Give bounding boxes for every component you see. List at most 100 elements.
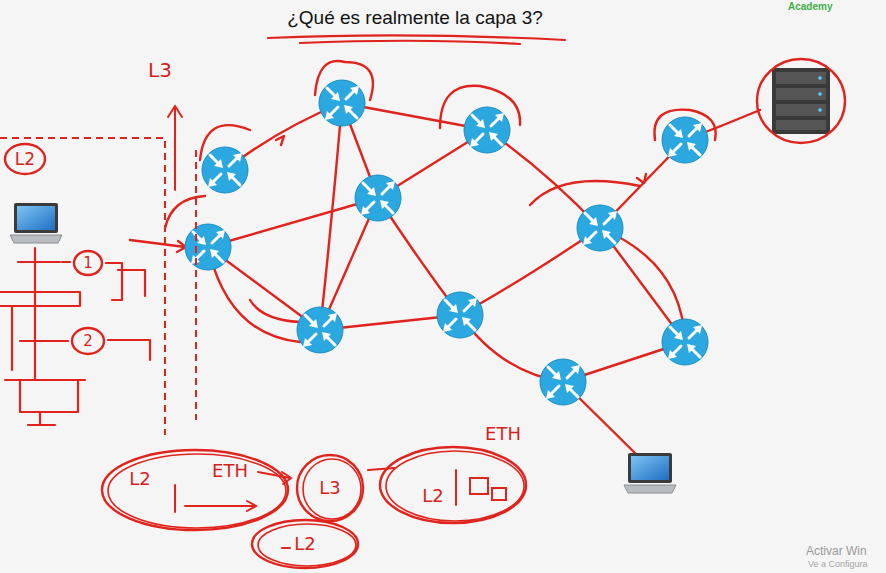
- handwritten-label: L2: [15, 149, 35, 169]
- routers: [185, 224, 231, 270]
- server-icon: [772, 68, 830, 134]
- routers: [662, 319, 708, 365]
- red-network-lines: [250, 300, 300, 322]
- server-icon: [757, 59, 845, 143]
- server-icon: [776, 104, 826, 116]
- red-network-lines: [530, 181, 640, 205]
- handwritten-label: ETH: [485, 423, 521, 445]
- red-network-lines: [165, 196, 205, 228]
- label-holder: Ve a Configura: [808, 559, 868, 570]
- handwritten-label: ETH: [212, 460, 248, 482]
- server-icon: [818, 76, 822, 80]
- dashed-boundary: [195, 150, 197, 420]
- annotation-ellipse: L2 ETH: [100, 448, 290, 532]
- handwritten-label: L2: [129, 468, 150, 490]
- title-underline: [268, 35, 565, 40]
- os-watermark: Activar Win: [806, 544, 867, 558]
- left-wiring: [106, 263, 122, 300]
- bottom-scribbles: [492, 488, 506, 500]
- red-network-lines: [320, 103, 342, 330]
- bottom-scribbles: [455, 470, 457, 505]
- dashed-boundary: [0, 138, 165, 435]
- server-icon: [757, 59, 845, 143]
- handwritten-label: L2: [294, 533, 315, 555]
- laptops: [624, 453, 676, 493]
- bottom-scribbles: [185, 505, 255, 507]
- left-wiring: [5, 379, 85, 381]
- routers: [577, 205, 623, 251]
- routers: [202, 147, 248, 193]
- layer-label: L3: [148, 58, 172, 82]
- left-wiring: [18, 261, 60, 263]
- left-wiring: [108, 340, 150, 360]
- routers: [464, 107, 510, 153]
- left-wiring: [11, 306, 13, 370]
- server-icon: [776, 88, 826, 100]
- routers: [437, 292, 483, 338]
- ellipse-stroke: [258, 524, 356, 566]
- annotation-ellipse: L2: [3, 142, 47, 176]
- red-network-lines: [130, 240, 185, 247]
- red-network-lines: [637, 174, 646, 183]
- red-network-lines: [276, 136, 284, 145]
- laptops: [10, 203, 676, 493]
- title-underline: [300, 41, 520, 44]
- routers: [319, 80, 365, 126]
- routers: [185, 80, 708, 405]
- title-holder: ¿Qué es realmente la capa 3?: [240, 7, 590, 29]
- left-wiring: [34, 248, 36, 380]
- left-wiring: [62, 261, 70, 263]
- left-wiring: [0, 248, 150, 425]
- left-wiring: [28, 412, 55, 425]
- ellipse-stroke: [108, 454, 286, 528]
- annotation-ellipse: 2: [70, 326, 106, 356]
- annotation-ellipse: 1: [72, 249, 104, 277]
- bottom-scribbles: [282, 547, 290, 549]
- routers: [662, 117, 708, 163]
- ellipse-stroke: [252, 520, 358, 568]
- handwritten-label: L2: [422, 485, 443, 507]
- red-network-lines: [208, 198, 378, 247]
- os-watermark: Ve a Configura: [808, 559, 868, 570]
- laptops: [10, 203, 62, 243]
- routers: [297, 307, 343, 353]
- routers: [540, 359, 586, 405]
- brand-watermark: Academy: [788, 1, 832, 13]
- ellipse-stroke: [74, 251, 102, 275]
- annotation-ellipse: L2: [250, 518, 360, 570]
- page-title: ¿Qué es realmente la capa 3?: [240, 7, 590, 29]
- bottom-scribbles: [470, 478, 488, 494]
- left-wiring: [20, 380, 78, 412]
- annotation-ellipse: ETHL2: [378, 445, 528, 525]
- ellipse-stroke: [303, 459, 361, 519]
- title-underline: [268, 35, 565, 44]
- l3-pointer: [174, 108, 176, 190]
- ellipse-stroke: [5, 144, 45, 174]
- ellipse-outline: [378, 445, 528, 525]
- bottom-scribbles: [368, 468, 395, 470]
- ellipse-stroke: [297, 455, 363, 521]
- red-network-lines: [460, 228, 600, 315]
- label-holder: Activar Win: [806, 544, 867, 558]
- server-icon: [818, 92, 822, 96]
- left-wiring: [118, 270, 145, 296]
- handwritten-label: 1: [83, 254, 93, 272]
- server-icon: [776, 120, 826, 130]
- label-holder: Academy: [788, 1, 832, 13]
- ellipse-stroke: [386, 451, 524, 521]
- left-wiring: [0, 292, 80, 306]
- dashed-boundary: [0, 138, 196, 435]
- routers: [355, 175, 401, 221]
- handwritten-label: L3: [319, 477, 340, 499]
- ellipse-outline: [100, 448, 290, 532]
- annotation-ellipse: L3: [295, 453, 365, 523]
- bottom-scribbles: [247, 501, 256, 511]
- red-network-lines: [130, 61, 760, 458]
- left-wiring: [20, 340, 68, 342]
- ellipse-stroke: [72, 328, 104, 354]
- l3-pointer: [168, 106, 182, 117]
- label-holder: L3: [148, 58, 172, 82]
- handwritten-label: 2: [83, 332, 93, 350]
- server-icon: [776, 72, 826, 84]
- server-icon: [818, 108, 822, 112]
